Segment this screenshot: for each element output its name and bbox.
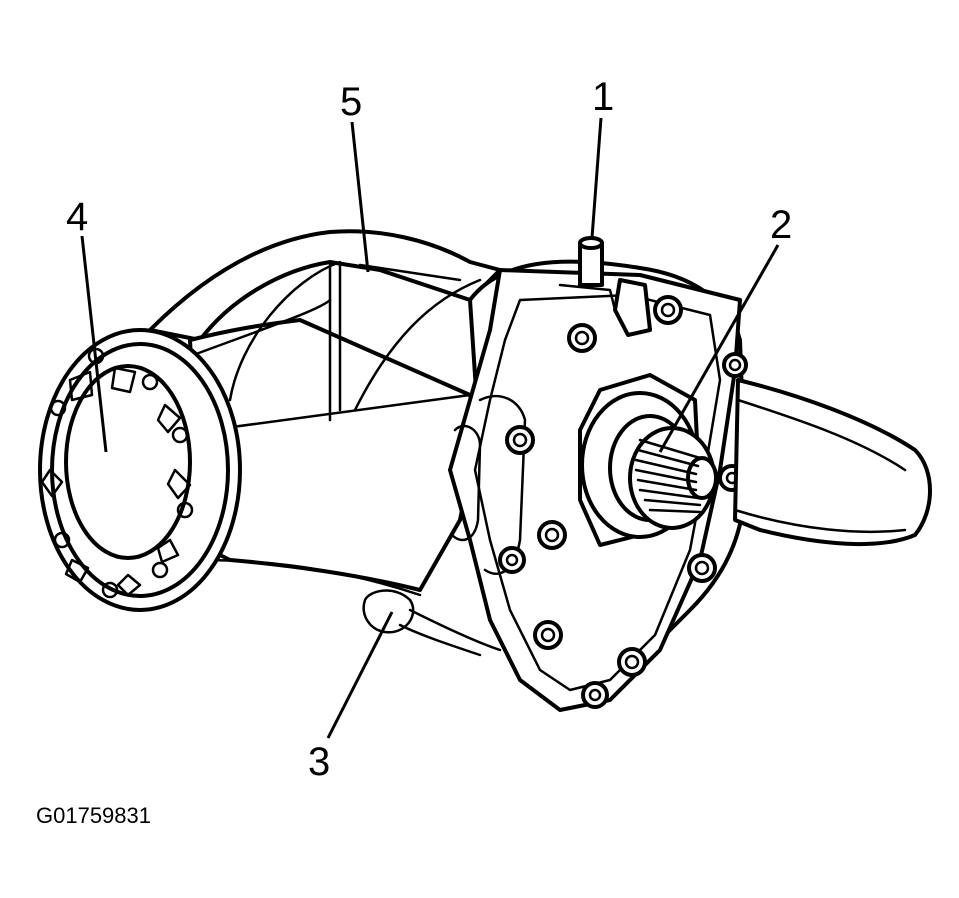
right-output: [733, 378, 932, 547]
callout-labels: 1 2 3 4 5: [66, 75, 792, 784]
breather-vent: [578, 236, 604, 287]
callout-2: 2: [770, 203, 792, 247]
callout-1: 1: [592, 75, 614, 119]
leader-3: [326, 611, 394, 739]
leader-2: [658, 244, 780, 453]
axle-housing: [148, 229, 502, 657]
left-flange: [38, 328, 242, 612]
leader-lines: [80, 117, 780, 739]
callout-5: 5: [340, 80, 362, 124]
leader-4: [80, 235, 108, 453]
input-shaft: [578, 373, 718, 547]
callout-3: 3: [308, 740, 330, 784]
cover-bolts: [498, 295, 748, 709]
shaft-splines: [634, 438, 702, 514]
figure-id: G01759831: [36, 803, 151, 828]
callout-4: 4: [66, 195, 88, 239]
leader-5: [350, 121, 370, 273]
leader-1: [590, 117, 603, 239]
